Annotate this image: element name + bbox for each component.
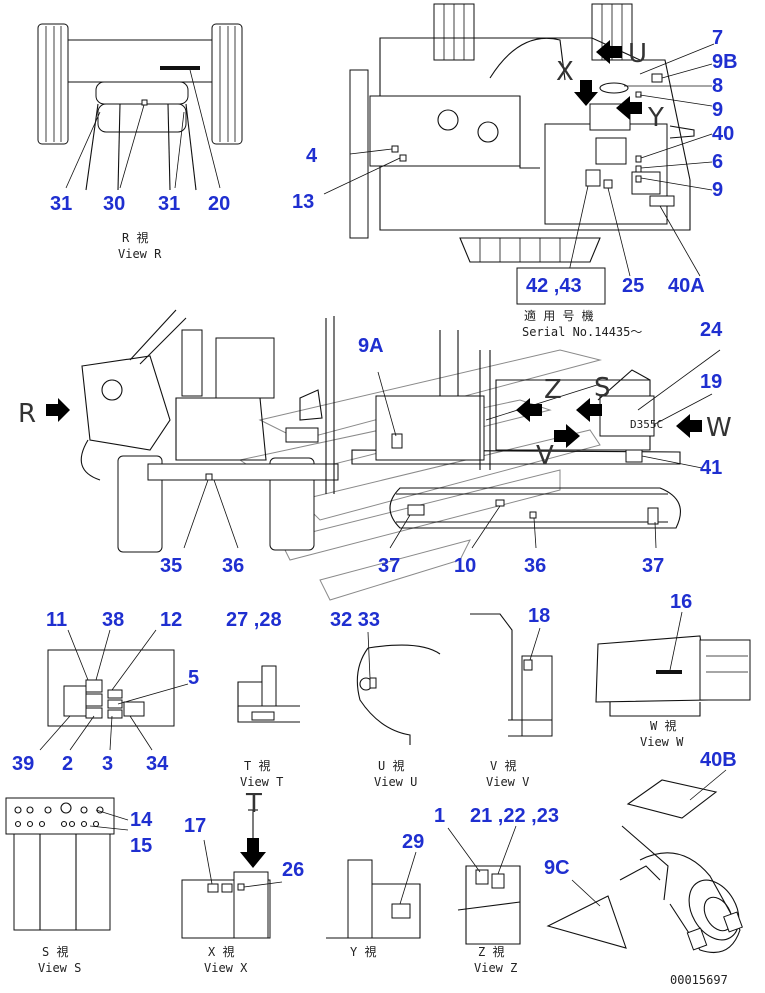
- view-x-en-label: View X: [204, 961, 248, 975]
- view-w-en-label: View W: [640, 735, 684, 749]
- callout-9c: 9C: [544, 857, 570, 879]
- callout-29: 29: [402, 831, 424, 853]
- callout-35: 35: [160, 555, 182, 577]
- callout-18: 18: [528, 605, 550, 627]
- callout-42-43: 42 ,43: [526, 275, 582, 297]
- model-plate-text: D355C: [630, 418, 663, 431]
- view-v-jp-label: V 視: [490, 758, 516, 773]
- callout-16: 16: [670, 591, 692, 613]
- callout-4: 4: [306, 145, 318, 167]
- decal-9c-drawing: [546, 879, 627, 949]
- view-s-jp-label: S 視: [42, 944, 68, 959]
- callout-15: 15: [130, 835, 152, 857]
- direction-letter-y: Y: [647, 103, 664, 133]
- callout-13: 13: [292, 191, 314, 213]
- view-z-drawing: [447, 825, 521, 945]
- view-z-jp-label: Z 視: [478, 944, 504, 959]
- callout-40: 40: [712, 123, 734, 145]
- callout-5: 5: [188, 667, 199, 689]
- callout-24: 24: [700, 319, 723, 341]
- callout-9-upper: 9: [712, 99, 723, 121]
- callout-26: 26: [282, 859, 304, 881]
- callout-21-22-23: 21 ,22 ,23: [470, 805, 559, 827]
- direction-letter-v: V: [536, 441, 554, 471]
- view-v-drawing: [470, 613, 553, 737]
- callout-10: 10: [454, 555, 476, 577]
- callout-9-lower: 9: [712, 179, 723, 201]
- callout-8: 8: [712, 75, 723, 97]
- callout-32-33: 32 33: [330, 609, 380, 631]
- view-r-drawing: [37, 23, 243, 191]
- view-s-drawing: [5, 797, 129, 931]
- serial-callout-box: [516, 267, 606, 305]
- view-z-en-label: View Z: [474, 961, 517, 975]
- direction-letter-z: Z: [544, 375, 562, 405]
- view-x-jp-label: X 視: [208, 944, 234, 959]
- callout-36-right: 36: [524, 555, 546, 577]
- assembly-40b-drawing: [619, 769, 743, 954]
- callout-27-28: 27 ,28: [226, 609, 282, 631]
- callout-2: 2: [62, 753, 73, 775]
- direction-letter-u: U: [628, 39, 647, 69]
- view-w-jp-label: W 視: [650, 718, 676, 733]
- view-x-drawing: [181, 809, 283, 939]
- callout-1: 1: [434, 805, 445, 827]
- direction-letter-w: W: [706, 413, 732, 443]
- callout-9a-upper: 9A: [358, 335, 384, 357]
- callout-36-left: 36: [222, 555, 244, 577]
- view-r-en-label: View R: [118, 247, 162, 261]
- callout-3: 3: [102, 753, 113, 775]
- view-y-jp-label: Y 視: [350, 944, 376, 959]
- direction-letter-s: S: [594, 373, 611, 403]
- callout-9b: 9B: [712, 51, 738, 73]
- callout-19: 19: [700, 371, 722, 393]
- view-u-en-label: View U: [374, 775, 417, 789]
- callout-31-left: 31: [50, 193, 72, 215]
- direction-letter-r: R: [18, 399, 36, 429]
- view-t-en-label: View T: [240, 775, 283, 789]
- view-r-jp-label: R 視: [122, 230, 148, 245]
- callout-37-left: 37: [378, 555, 400, 577]
- callout-40b: 40B: [700, 749, 737, 771]
- callout-30: 30: [103, 193, 125, 215]
- callout-20: 20: [208, 193, 230, 215]
- callout-11: 11: [46, 609, 67, 631]
- view-t-jp-label: T 視: [244, 758, 270, 773]
- view-y-drawing: [326, 851, 421, 939]
- view-u-jp-label: U 視: [378, 758, 404, 773]
- direction-letter-t: T: [245, 789, 262, 819]
- serial-note-jp: 適 用 号 機: [524, 308, 594, 323]
- view-t-drawing: [237, 665, 300, 723]
- main-side-view-drawing: [46, 309, 721, 601]
- callout-41: 41: [700, 457, 722, 479]
- callout-17: 17: [184, 815, 206, 837]
- callout-25: 25: [622, 275, 644, 297]
- serial-note-en: Serial No.14435～: [522, 325, 642, 339]
- view-w-drawing: [595, 611, 751, 717]
- callout-14: 14: [130, 809, 153, 831]
- callout-40a: 40A: [668, 275, 705, 297]
- direction-letter-x: X: [556, 57, 574, 87]
- view-s-en-label: View S: [38, 961, 81, 975]
- callout-6: 6: [712, 151, 723, 173]
- panel-detail-drawing: [39, 629, 189, 751]
- drawing-number: 00015697: [670, 973, 728, 987]
- callout-37-right: 37: [642, 555, 664, 577]
- callout-39: 39: [12, 753, 34, 775]
- callout-31-right: 31: [158, 193, 180, 215]
- callout-7: 7: [712, 27, 723, 49]
- front-view-drawing: [323, 3, 715, 277]
- view-u-drawing: [356, 631, 441, 745]
- callout-12: 12: [160, 609, 182, 631]
- view-v-en-label: View V: [486, 775, 529, 789]
- callout-34: 34: [146, 753, 169, 775]
- callout-38: 38: [102, 609, 124, 631]
